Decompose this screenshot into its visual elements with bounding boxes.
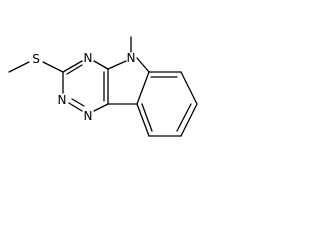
bond-c4a-n-methyl (107, 60, 127, 70)
triazine-nitrogen-left-label: N (58, 93, 67, 107)
sulfur-atom-label: S (32, 52, 40, 66)
bond-c6-c7-inner (176, 103, 192, 132)
bond-n-bottom-c9b (93, 103, 109, 112)
molecule-drawing: S N N N N (8, 36, 198, 137)
triazine-nitrogen-top-label: N (84, 51, 93, 65)
bond-c5-c6 (180, 71, 198, 105)
bond-n-methyl-c4b (136, 57, 150, 73)
indole-nitrogen-label: N (127, 51, 136, 65)
bond-c8-c9a (136, 103, 150, 137)
bond-c9a-c4b (136, 71, 150, 105)
bond-methyl-s (8, 61, 30, 73)
bond-c8-c9a-inner (141, 103, 153, 132)
bond-c3-n-top-double (66, 64, 83, 75)
bond-n-left-n-bottom-double (71, 98, 85, 107)
chemical-structure-canvas: S N N N N (8, 36, 198, 137)
bond-n-left-n-bottom (68, 102, 83, 112)
bond-n-top-c4a (93, 60, 109, 70)
triazine-nitrogen-bottom-label: N (84, 109, 93, 123)
bond-c3-n-top (62, 60, 83, 73)
bond-c6-c7 (180, 103, 198, 137)
bond-s-c3 (42, 61, 64, 73)
